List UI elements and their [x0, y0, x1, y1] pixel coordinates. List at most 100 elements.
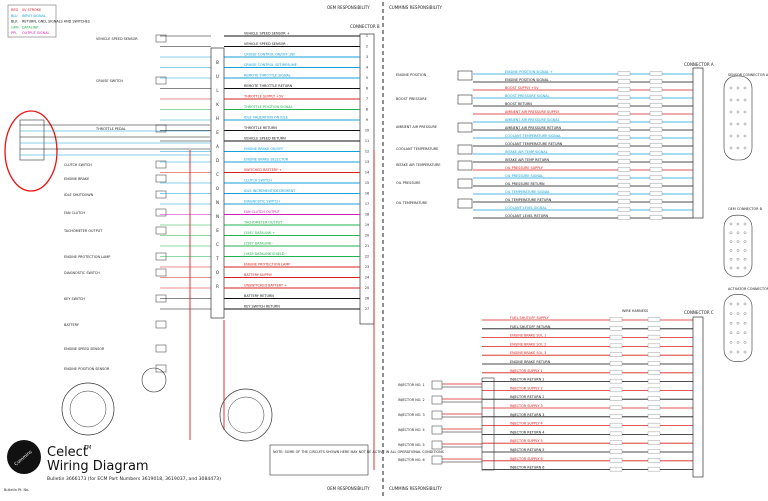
sensor-signal-label: OIL PRESSURE RETURN — [505, 182, 545, 186]
connector-pin — [729, 134, 733, 138]
wire-number-box — [617, 95, 631, 100]
connector-pin — [729, 321, 733, 325]
connector-pin — [729, 266, 733, 270]
sensor-signal-label: COOLANT TEMPERATURE RETURN — [505, 142, 563, 146]
oem-signal-label: TACHOMETER OUTPUT — [243, 221, 283, 225]
wire-number-box — [649, 135, 663, 140]
injector-label: INJECTOR NO. 4 — [398, 428, 425, 432]
connector-pin — [743, 222, 747, 226]
oem-signal-label: THROTTLE RETURN — [243, 126, 277, 130]
cummins-logo — [7, 440, 41, 474]
wire-number-box — [617, 207, 631, 212]
sensor-signal-label: AMBIENT AIR PRESSURE SUPPLY — [505, 110, 560, 114]
sensor-signal-label: COOLANT TEMPERATURE SIGNAL — [505, 134, 561, 138]
left-component-label: ENGINE PROTECTION LAMP — [64, 255, 110, 259]
sensor-signal-label: INTAKE AIR TEMP SIGNAL — [505, 150, 548, 154]
sensor-signal-label: BOOST RETURN — [505, 102, 532, 106]
oem-signal-label: THROTTLE POSITION SIGNAL — [243, 105, 293, 109]
connector-pin — [736, 249, 740, 252]
sensor-body — [457, 160, 473, 171]
wire-number-box — [617, 143, 631, 148]
oem-signal-label: REMOTE THROTTLE SIGNAL — [244, 74, 291, 78]
connector-b-pin: 9 — [366, 118, 368, 122]
wire-number-box — [649, 103, 663, 108]
connector-b-pin: 16 — [365, 192, 369, 196]
wire-number-box — [609, 440, 623, 445]
oem-signal-label: ENGINE BRAKE ON/OFF — [244, 147, 283, 151]
actuator-signal-label: INJECTOR RETURN 6 — [510, 466, 544, 470]
wire-number-box — [609, 458, 623, 463]
connector-b-pin: 15 — [365, 181, 369, 185]
wire-number-box — [617, 191, 631, 196]
actuator-signal-label: INJECTOR SUPPLY 1 — [510, 369, 543, 373]
oem-signal-label: UNSWITCHED BATTERY + — [244, 284, 287, 288]
wire-number-box — [649, 199, 663, 204]
legend-desc: DATALINK — [22, 25, 39, 29]
actuator-signal-label: INJECTOR RETURN 3 — [510, 413, 544, 417]
wire-number-box — [609, 396, 623, 401]
oem-signal-label: FAN CLUTCH OUTPUT — [244, 210, 281, 214]
oem-signal-label: BATTERY RETURN — [244, 294, 274, 298]
wire-number-box — [647, 352, 661, 357]
connector-b-pin: 19 — [365, 223, 369, 227]
wire-number-box — [609, 317, 623, 322]
legend-color-label: BLK — [11, 20, 18, 24]
wire-number-box — [649, 207, 663, 212]
wire-number-box — [617, 103, 631, 108]
connector-pin — [729, 86, 733, 90]
connector-pin — [729, 249, 733, 252]
connector-a-label: CONNECTOR A — [684, 62, 714, 67]
bulkhead-letter: N — [216, 214, 219, 219]
sensor-signal-label: OIL TEMPERATURE SIGNAL — [505, 190, 550, 194]
actuator-signal-label: ENGINE BRAKE SOL 2 — [510, 342, 546, 346]
connector-b-pin: 18 — [365, 213, 369, 217]
bulkhead-letter: C — [216, 172, 219, 177]
connector-b-pin: 21 — [365, 244, 369, 248]
connector-pin — [729, 122, 733, 126]
left-component-label: IDLE SHUTDOWN — [64, 193, 94, 197]
sensor-signal-label: COOLANT LEVEL SIGNAL — [505, 206, 547, 210]
actuator-signal-label: INJECTOR RETURN 1 — [510, 378, 544, 382]
round-connector-label: OEM CONNECTOR B — [728, 207, 763, 211]
actuator-signal-label: INJECTOR SUPPLY 2 — [510, 386, 543, 390]
wire-number-box — [617, 159, 631, 164]
connector-pin — [736, 222, 740, 226]
bulkhead-connector-body — [210, 47, 225, 319]
wire-number-box — [649, 111, 663, 116]
cummins-responsibility-top: CUMMINS RESPONSIBILITY — [389, 5, 442, 10]
sensor-signal-label: AMBIENT AIR PRESSURE RETURN — [505, 126, 561, 130]
oem-signal-label: SWITCHED BATTERY + — [244, 168, 282, 172]
wire-number-box — [609, 387, 623, 393]
wire-number-box — [647, 466, 661, 472]
oem-signal-label: DIAGNOSTIC SWITCH — [244, 200, 280, 204]
wire-number-box — [617, 175, 631, 180]
sensor-signal-label: OIL TEMPERATURE RETURN — [505, 198, 552, 202]
title-sub: Wiring Diagram — [47, 459, 149, 474]
wire-number-box — [609, 343, 623, 349]
connector-pin — [729, 312, 733, 315]
throttle-connector — [19, 119, 45, 161]
component-symbol — [155, 268, 167, 277]
connector-b-pin: 8 — [366, 108, 368, 112]
connector-pin — [743, 146, 747, 150]
sensor-signal-label: INTAKE AIR TEMP RETURN — [505, 158, 550, 162]
connector-b-pin: 7 — [366, 97, 368, 101]
connector-pin — [736, 86, 740, 90]
actuator-signal-label: ENGINE BRAKE SOL 3 — [510, 351, 546, 355]
connector-b-pin: 6 — [366, 87, 368, 91]
connector-b-pin: 17 — [365, 202, 369, 206]
sensor-signal-label: ENGINE POSITION SIGNAL - — [505, 78, 552, 82]
connector-b-pin: 10 — [365, 129, 369, 133]
legend-desc: RETURN, GND, SIGNALS AND SWITCHES — [22, 20, 90, 24]
connector-pin — [743, 122, 747, 126]
bulkhead-letter: D — [216, 158, 219, 163]
wire-number-box — [649, 159, 663, 164]
connector-b-pin: 23 — [365, 265, 369, 269]
wire-number-box — [609, 422, 623, 428]
wire-number-box — [617, 119, 631, 124]
left-component-label: TACHOMETER OUTPUT — [63, 229, 103, 233]
sensor-name: AMBIENT AIR PRESSURE — [396, 125, 437, 129]
